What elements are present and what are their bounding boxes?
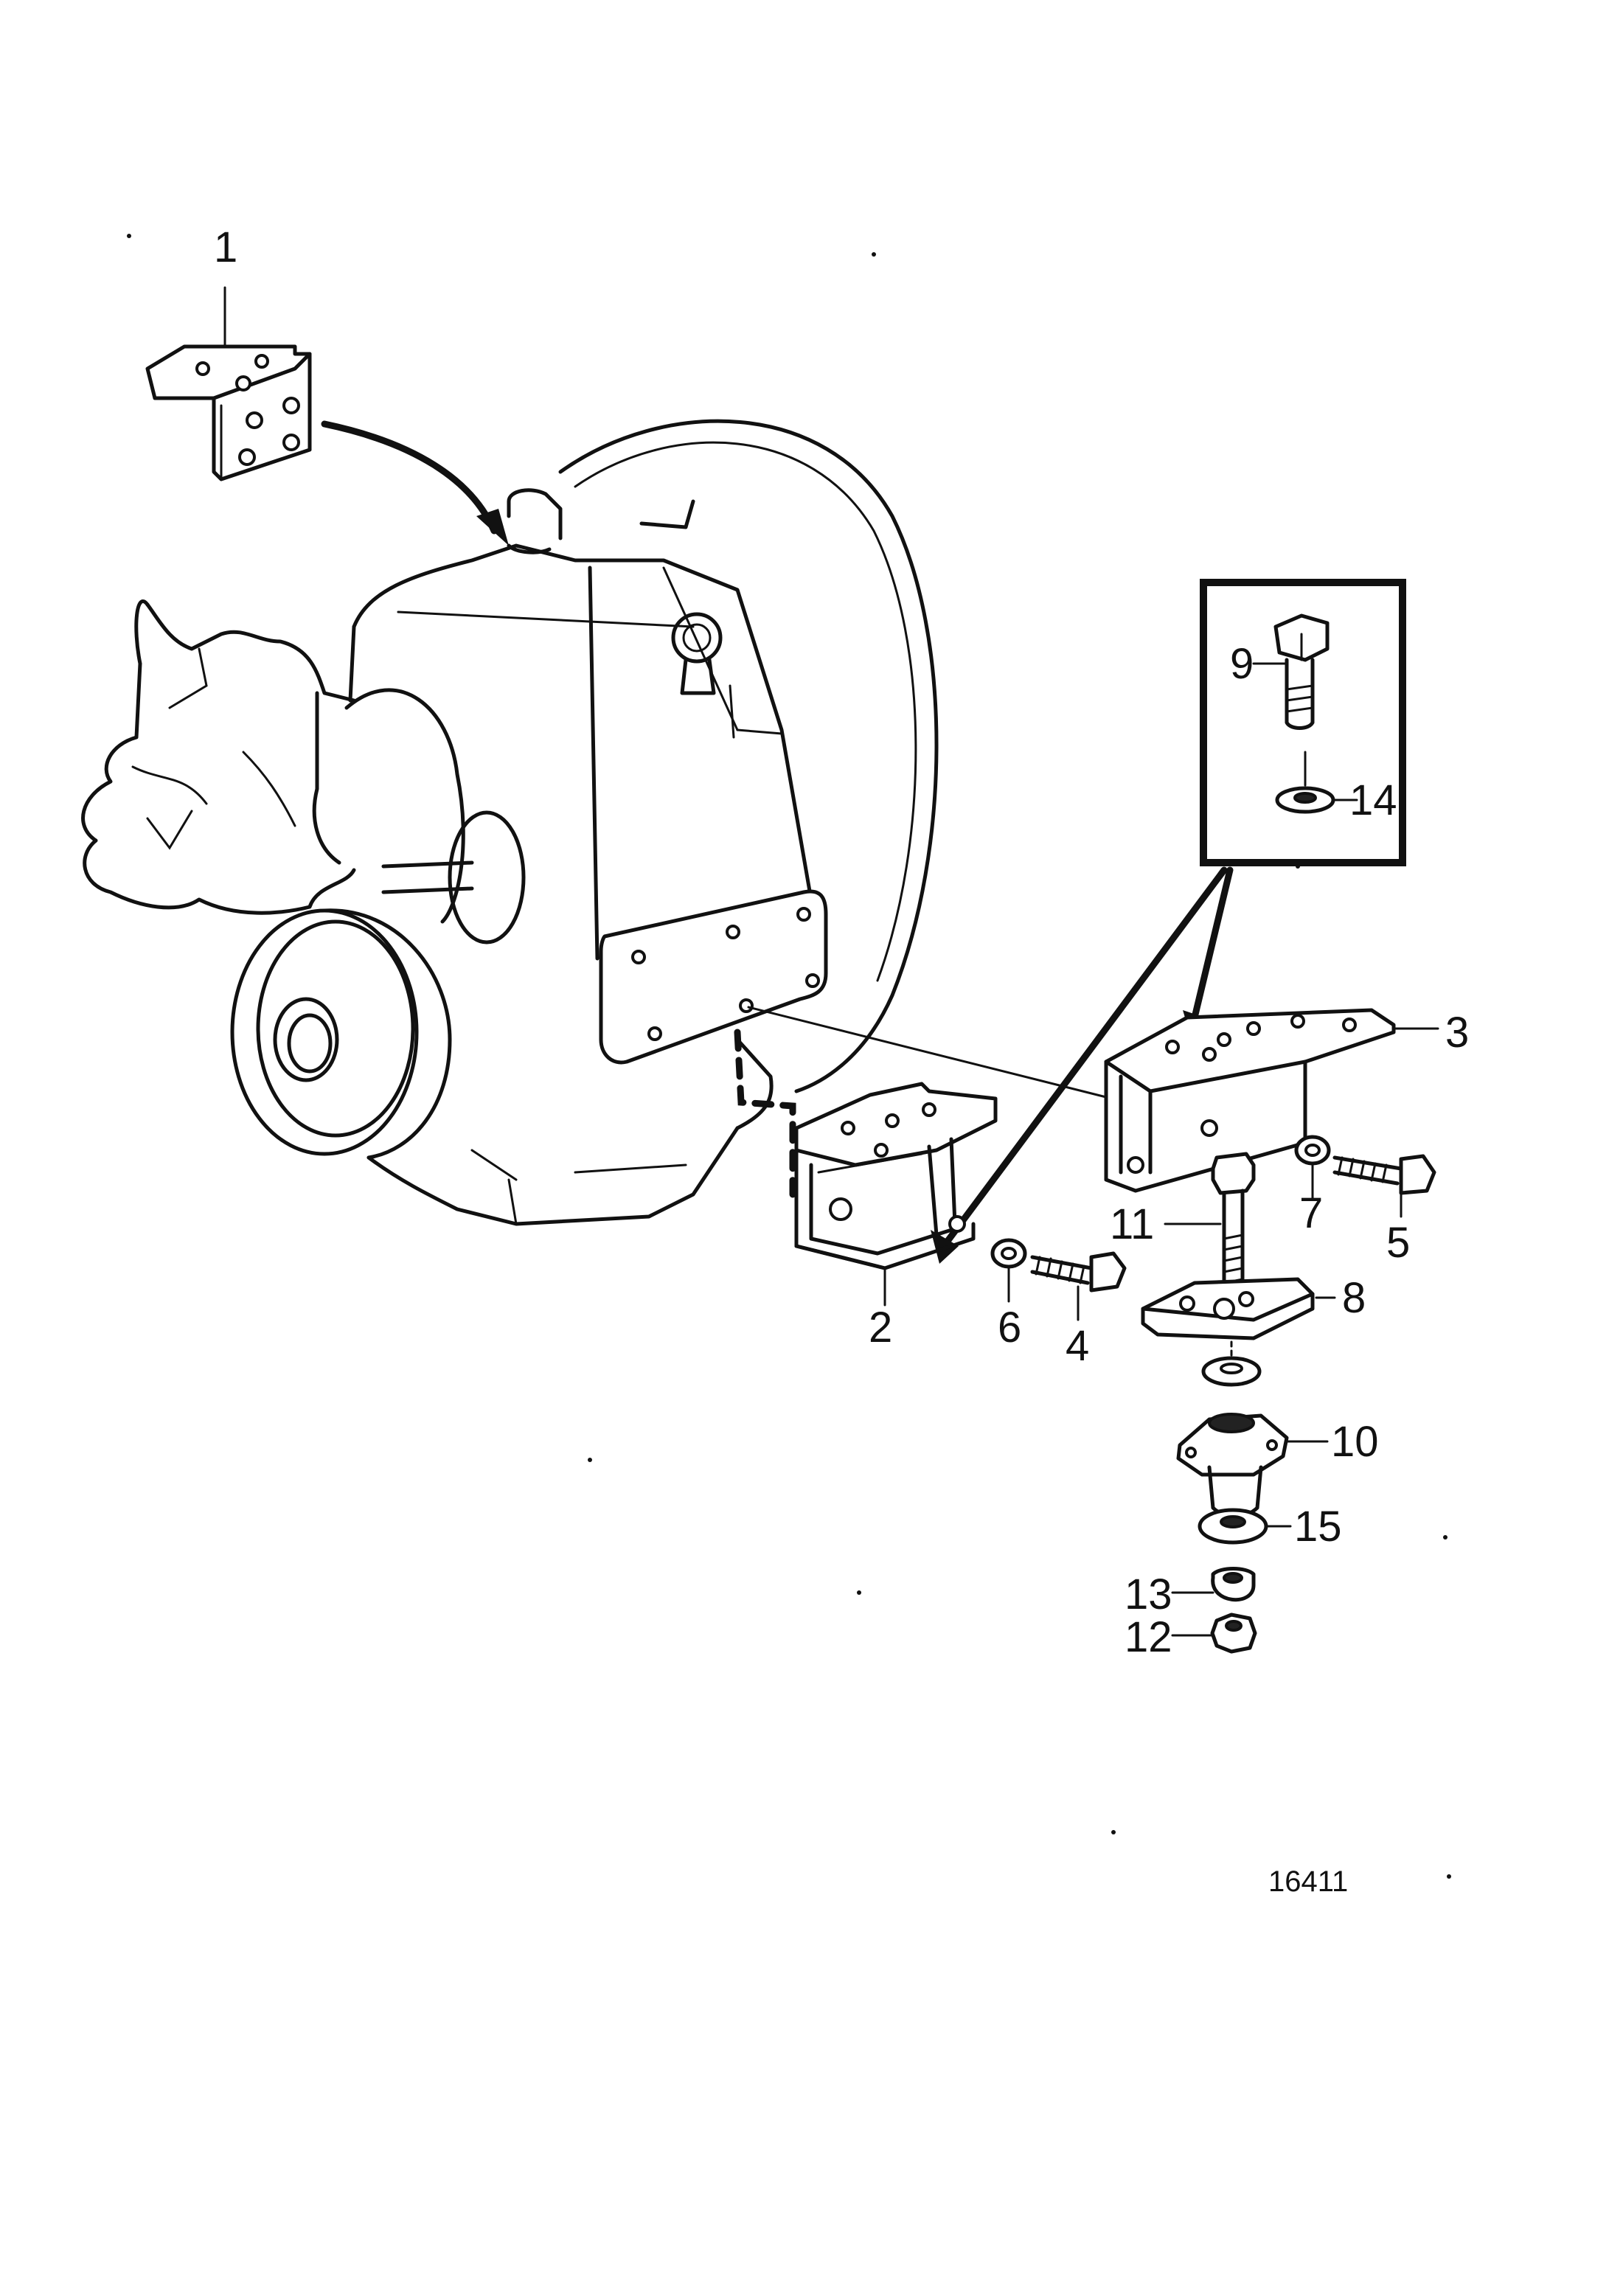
- callout-15: 15: [1294, 1503, 1342, 1551]
- part-7-washer: [1294, 1135, 1331, 1200]
- callout-12: 12: [1125, 1613, 1172, 1661]
- gearbox-assembly: [81, 419, 939, 1226]
- callout-1: 1: [214, 223, 237, 271]
- part-2-bracket: [794, 1082, 998, 1307]
- inset-box: [1200, 579, 1406, 866]
- callout-10: 10: [1331, 1418, 1379, 1466]
- part-12-nut: [1171, 1613, 1257, 1654]
- part-15-washer: [1198, 1508, 1292, 1545]
- part-9-bolt: [1252, 613, 1330, 730]
- callout-7: 7: [1299, 1189, 1323, 1237]
- part-6-washer: [990, 1238, 1027, 1303]
- part-11-bolt: [1164, 1152, 1256, 1300]
- spacer-washer: [1201, 1340, 1262, 1387]
- callout-13: 13: [1125, 1570, 1172, 1618]
- callout-9: 9: [1230, 640, 1254, 688]
- part-8-plate: [1141, 1277, 1336, 1340]
- callout-3: 3: [1445, 1009, 1469, 1057]
- part-4-bolt: [1030, 1251, 1127, 1321]
- callout-8: 8: [1342, 1274, 1366, 1322]
- callout-5: 5: [1386, 1219, 1410, 1267]
- part-10-rubber-mount: [1176, 1413, 1329, 1518]
- figure-number: 16411: [1268, 1865, 1348, 1898]
- callout-14: 14: [1349, 776, 1397, 824]
- callout-4: 4: [1066, 1322, 1089, 1370]
- scan-specks: [127, 234, 1451, 1879]
- part-1-bracket: [145, 286, 312, 481]
- part-14-washer: [1275, 751, 1358, 814]
- callout-labels: 1 2 3 4 5 6 7 8 9 10 11 12 13 14 15 1641…: [214, 223, 1469, 1898]
- callout-2: 2: [869, 1304, 892, 1351]
- part-5-bolt: [1332, 1154, 1436, 1218]
- assembly-arrows: [321, 420, 1234, 1264]
- part-13-washer: [1171, 1567, 1256, 1602]
- callout-11: 11: [1110, 1200, 1154, 1248]
- part-3-bracket: [1104, 1008, 1439, 1193]
- callout-6: 6: [998, 1304, 1021, 1351]
